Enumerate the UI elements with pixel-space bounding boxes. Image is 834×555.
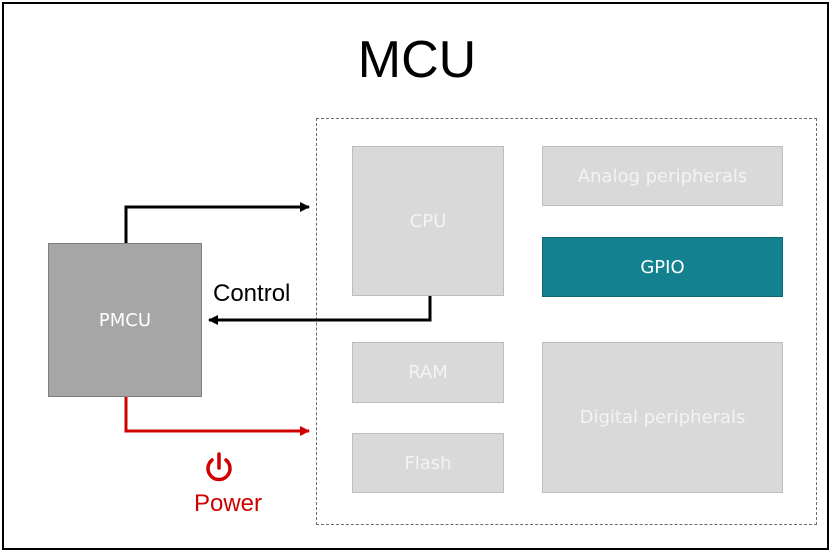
ram-block: RAM — [352, 342, 504, 403]
cpu-block: CPU — [352, 146, 504, 296]
digital-peripherals-label: Digital peripherals — [579, 407, 746, 428]
flash-label: Flash — [404, 452, 452, 474]
analog-peripherals-label: Analog peripherals — [577, 165, 748, 187]
diagram-title: MCU — [357, 31, 477, 89]
digital-peripherals-block: Digital peripherals — [542, 342, 783, 493]
control-arrow — [208, 296, 432, 325]
power-arrow — [124, 397, 310, 436]
gpio-block: GPIO — [542, 237, 783, 297]
flash-block: Flash — [352, 433, 504, 493]
gpio-label: GPIO — [640, 256, 685, 278]
pmcu-block: PMCU — [48, 243, 202, 397]
control-label: Control — [213, 280, 291, 307]
pmcu-label: PMCU — [98, 309, 152, 331]
ram-label: RAM — [408, 362, 448, 383]
analog-peripherals-block: Analog peripherals — [542, 146, 783, 206]
power-icon — [206, 452, 232, 482]
pmcu-to-core-arrow — [124, 202, 310, 243]
power-label: Power — [193, 490, 263, 517]
cpu-label: CPU — [409, 210, 447, 232]
